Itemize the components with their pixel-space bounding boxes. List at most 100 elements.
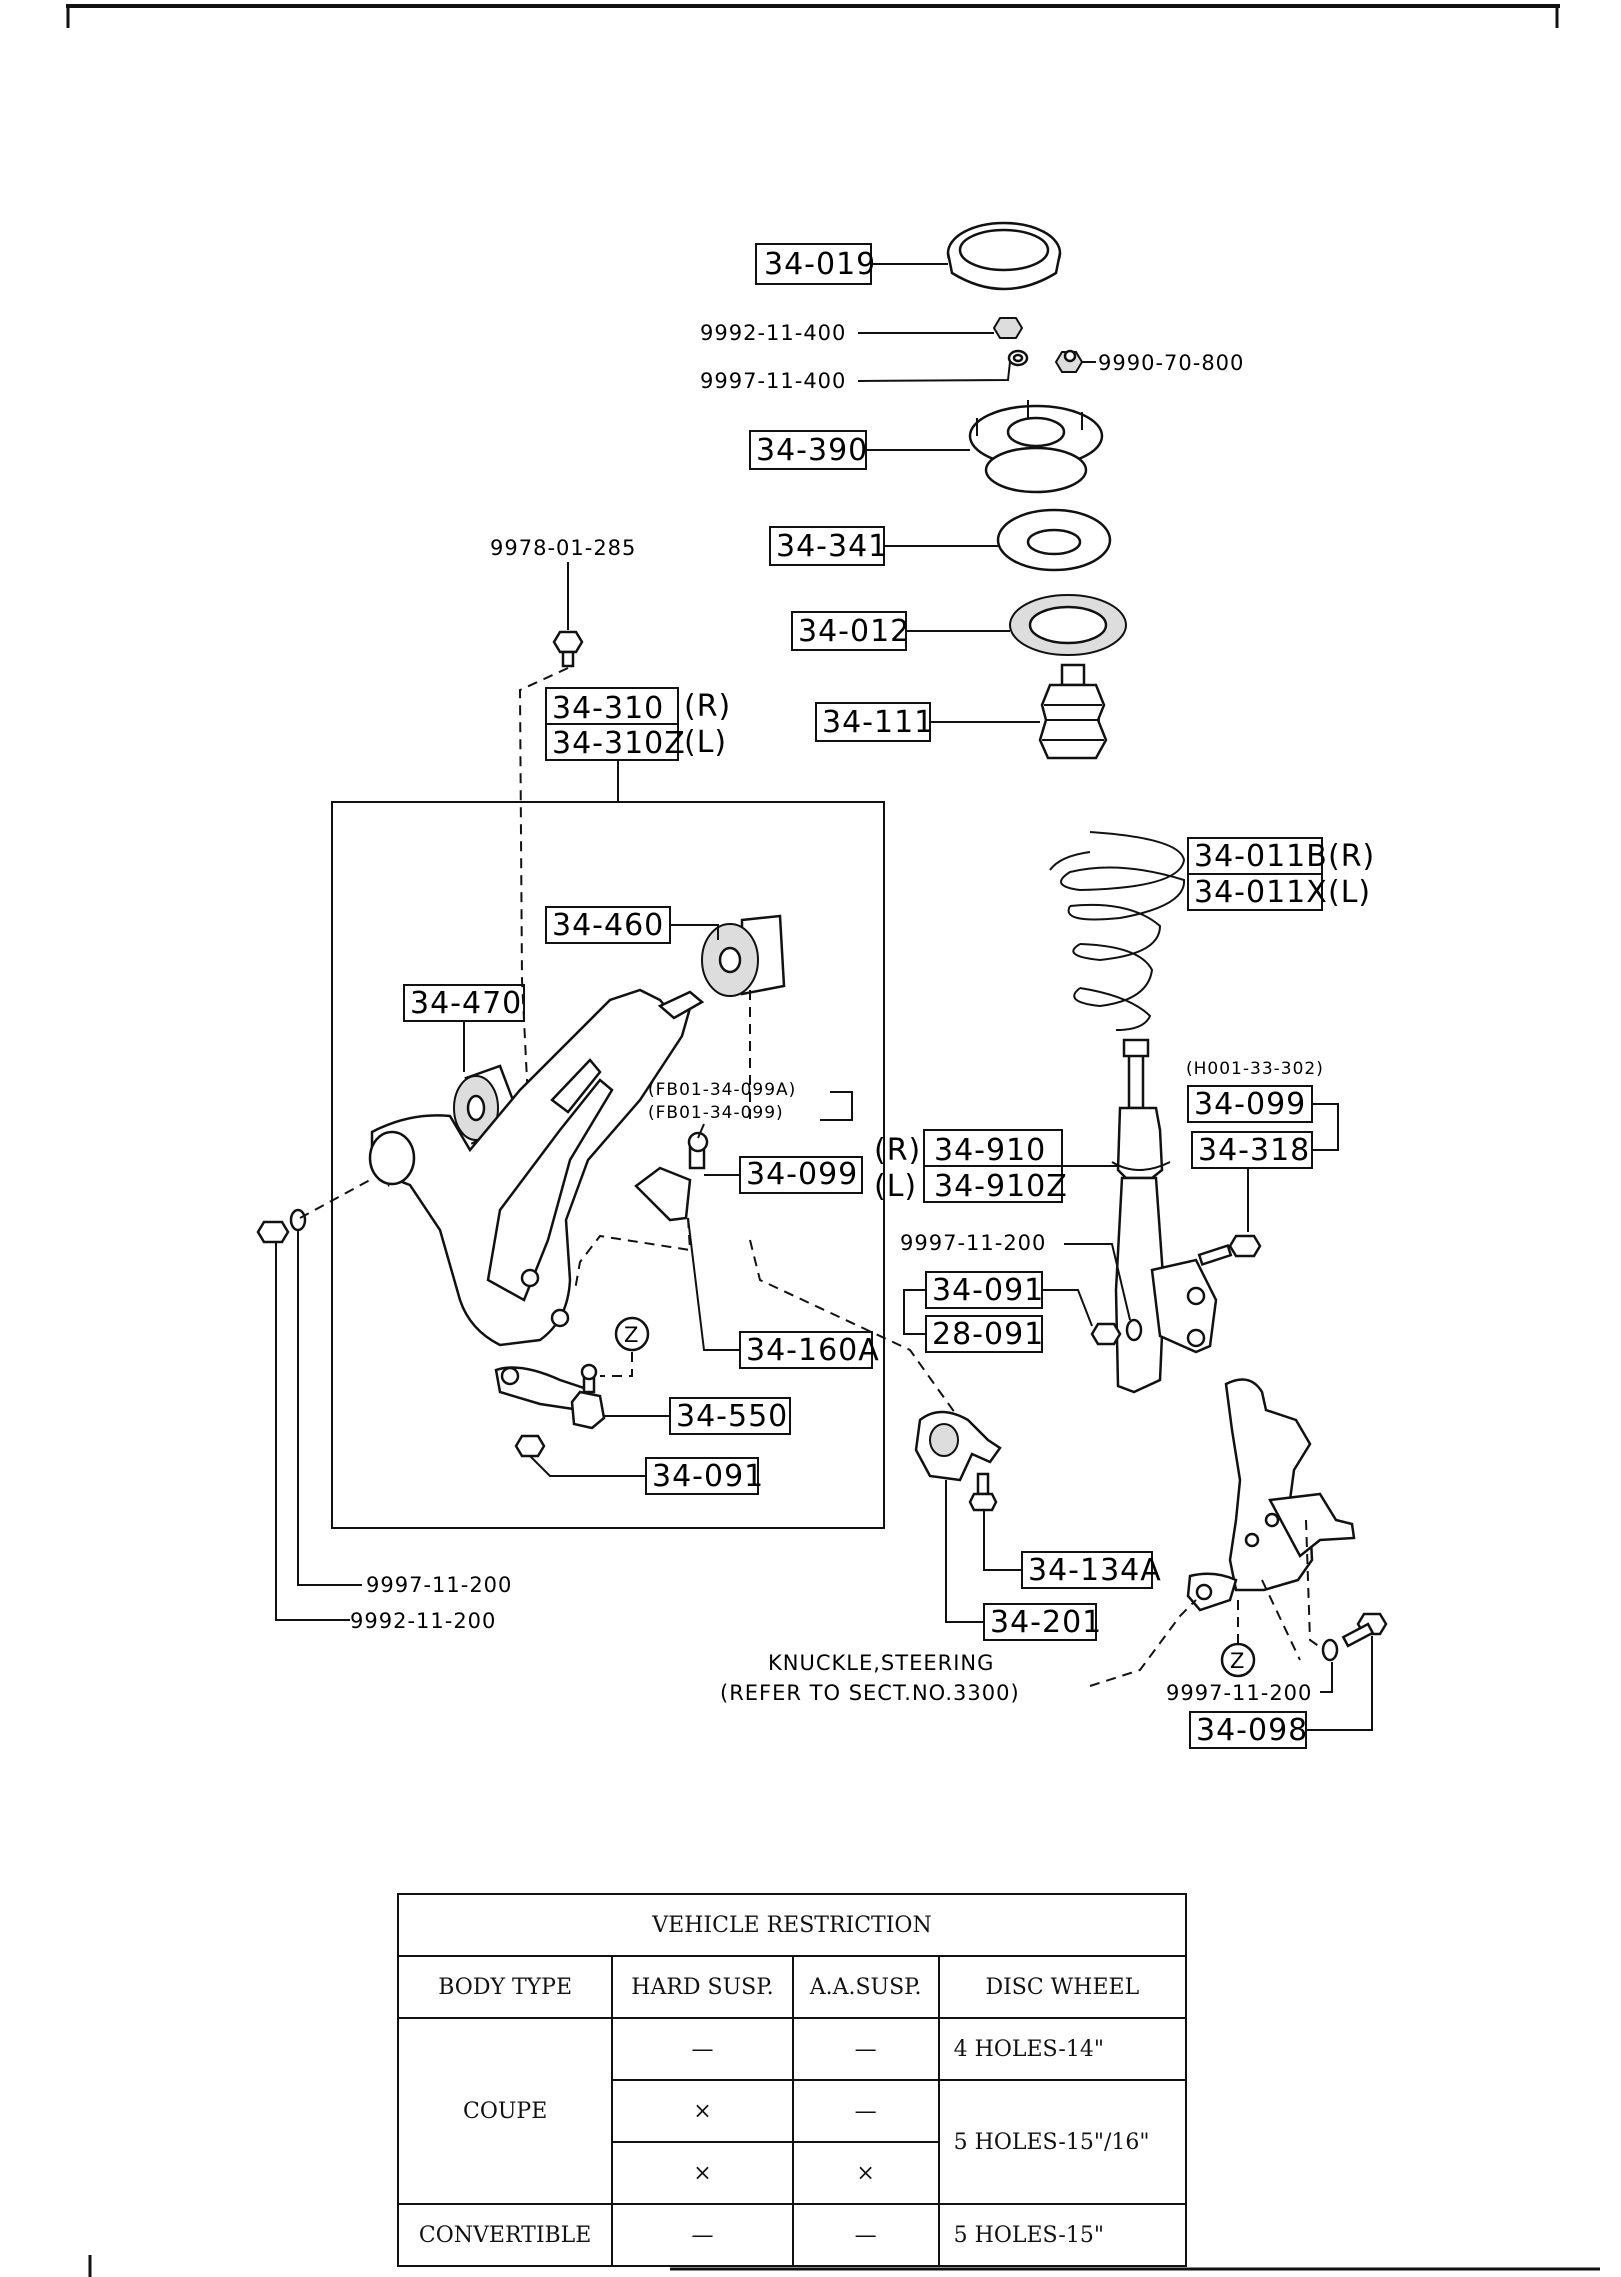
label-9997-11-400: 9997-11-400 (700, 369, 846, 393)
label-34-011b: 34-011B (1194, 839, 1328, 874)
label-box-34-134a (1021, 1551, 1153, 1589)
label-box-34-160a (739, 1331, 873, 1369)
label-34-310: 34-310 (552, 691, 664, 726)
washer-icon (289, 1208, 307, 1232)
label-9990-70-800: 9990-70-800 (1098, 351, 1244, 375)
label-34-201: 34-201 (990, 1605, 1102, 1640)
label-9997-11-200-right: 9997-11-200 (1166, 1681, 1312, 1705)
cell-aa: × (791, 2141, 940, 2205)
nut-icon (1054, 349, 1084, 373)
label-34-460: 34-460 (552, 908, 664, 943)
table-row: CONVERTIBLE — — 5 HOLES-15" (396, 2203, 1188, 2267)
cell-hard: × (611, 2079, 794, 2143)
label-34-099-arm: 34-099 (746, 1157, 858, 1192)
label-9997-11-200-mid: 9997-11-200 (900, 1231, 1046, 1255)
label-34-910z: 34-910Z (934, 1169, 1068, 1204)
cell-hard: × (611, 2141, 794, 2205)
label-34-550: 34-550 (676, 1399, 788, 1434)
label-refer-sect: (REFER TO SECT.NO.3300) (720, 1681, 1020, 1705)
table-title: VEHICLE RESTRICTION (397, 1893, 1187, 1957)
bolt-icon (968, 1472, 998, 1512)
label-9992-11-200: 9992-11-200 (350, 1609, 496, 1633)
ref-z-circle (614, 1316, 650, 1352)
label-z-left: Z (624, 1323, 639, 1347)
coil-spring-icon (1049, 831, 1186, 1031)
label-z-right: Z (1230, 1649, 1245, 1673)
header-disc-wheel: DISC WHEEL (937, 1955, 1188, 2019)
label-34-160a: 34-160A (746, 1333, 880, 1368)
table-row: COUPE — — 4 HOLES-14" (396, 2017, 1188, 2205)
table-row: × × (398, 2141, 1186, 2205)
washer-icon (1007, 349, 1029, 367)
label-h001-33-302: (H001-33-302) (1186, 1059, 1324, 1079)
lower-control-arm-icon (368, 988, 705, 1347)
label-34-390: 34-390 (756, 433, 868, 468)
cell-aa: — (791, 2203, 940, 2267)
bolt-icon (1341, 1612, 1388, 1648)
label-34-099-strut: 34-099 (1194, 1087, 1306, 1122)
label-34-012: 34-012 (798, 614, 910, 649)
label-9992-11-400: 9992-11-400 (700, 321, 846, 345)
steering-knuckle-icon (1186, 1378, 1356, 1612)
body-type-coupe: COUPE (396, 2017, 614, 2205)
label-r-34-910: (R) (874, 1133, 921, 1168)
nut-icon (992, 317, 1024, 339)
cell-aa: — (791, 2017, 940, 2081)
header-body-type: BODY TYPE (396, 1955, 614, 2019)
nut-icon (256, 1220, 290, 1244)
label-fb01-34-099: (FB01-34-099) (648, 1103, 784, 1123)
lower-arm-assembly-frame (331, 801, 885, 1529)
spring-seat-icon (996, 508, 1112, 572)
label-l-34-011x: (L) (1328, 875, 1371, 910)
cell-wheel: 5 HOLES-15"/16" (937, 2079, 1188, 2205)
label-l-34-310z: (L) (684, 725, 727, 760)
label-9997-11-200-left: 9997-11-200 (366, 1573, 512, 1597)
label-34-011x: 34-011X (1194, 875, 1328, 910)
cell-hard: — (611, 2017, 794, 2081)
label-r-34-310: (R) (684, 689, 731, 724)
label-box-34-098 (1189, 1711, 1307, 1749)
strut-mount-icon (968, 400, 1104, 494)
label-28-091: 28-091 (932, 1317, 1044, 1352)
label-34-470: 34-470 (410, 986, 522, 1021)
label-34-341: 34-341 (776, 529, 888, 564)
shock-absorber-icon (1111, 1038, 1218, 1394)
label-r-34-011b: (R) (1328, 839, 1375, 874)
nut-icon (1090, 1322, 1122, 1346)
label-34-910: 34-910 (934, 1133, 1046, 1168)
vehicle-restriction-table: VEHICLE RESTRICTION BODY TYPE HARD SUSP.… (396, 1893, 1188, 2267)
label-34-310z: 34-310Z (552, 726, 686, 761)
bushing-icon (701, 914, 786, 997)
cell-wheel: 4 HOLES-14" (937, 2017, 1188, 2081)
bolt-icon (1197, 1234, 1262, 1266)
stabilizer-bushing-icon (914, 1410, 1002, 1482)
cell-aa: — (791, 2079, 940, 2143)
label-34-091-arm: 34-091 (652, 1459, 764, 1494)
dust-cap-icon (946, 221, 1062, 291)
bump-stopper-icon (1038, 663, 1108, 760)
body-type-convertible: CONVERTIBLE (396, 2203, 614, 2267)
header-aa-susp: A.A.SUSP. (791, 1955, 940, 2019)
cell-wheel: 5 HOLES-15" (937, 2203, 1188, 2267)
cell-hard: — (611, 2203, 794, 2267)
label-34-098: 34-098 (1196, 1713, 1308, 1748)
washer-icon (1321, 1638, 1339, 1662)
spring-insulator-icon (1009, 594, 1127, 656)
label-34-019: 34-019 (764, 247, 876, 282)
nut-icon (514, 1434, 546, 1458)
stabilizer-bracket-icon (634, 1131, 709, 1222)
ball-joint-icon (494, 1363, 606, 1430)
table-row: × — 5 HOLES-15"/16" (398, 2079, 1188, 2205)
label-34-134a: 34-134A (1028, 1553, 1162, 1588)
label-box-34-091-arm (645, 1457, 759, 1495)
label-l-34-910z: (L) (874, 1169, 917, 1204)
label-34-091-strut: 34-091 (932, 1273, 1044, 1308)
bolt-icon (552, 630, 584, 668)
label-9978-01-285: 9978-01-285 (490, 536, 636, 560)
label-34-111: 34-111 (822, 705, 934, 740)
label-knuckle-steering: KNUCKLE,STEERING (768, 1651, 994, 1675)
washer-icon (1125, 1318, 1143, 1342)
label-34-318: 34-318 (1198, 1133, 1310, 1168)
header-hard-susp: HARD SUSP. (611, 1955, 794, 2019)
